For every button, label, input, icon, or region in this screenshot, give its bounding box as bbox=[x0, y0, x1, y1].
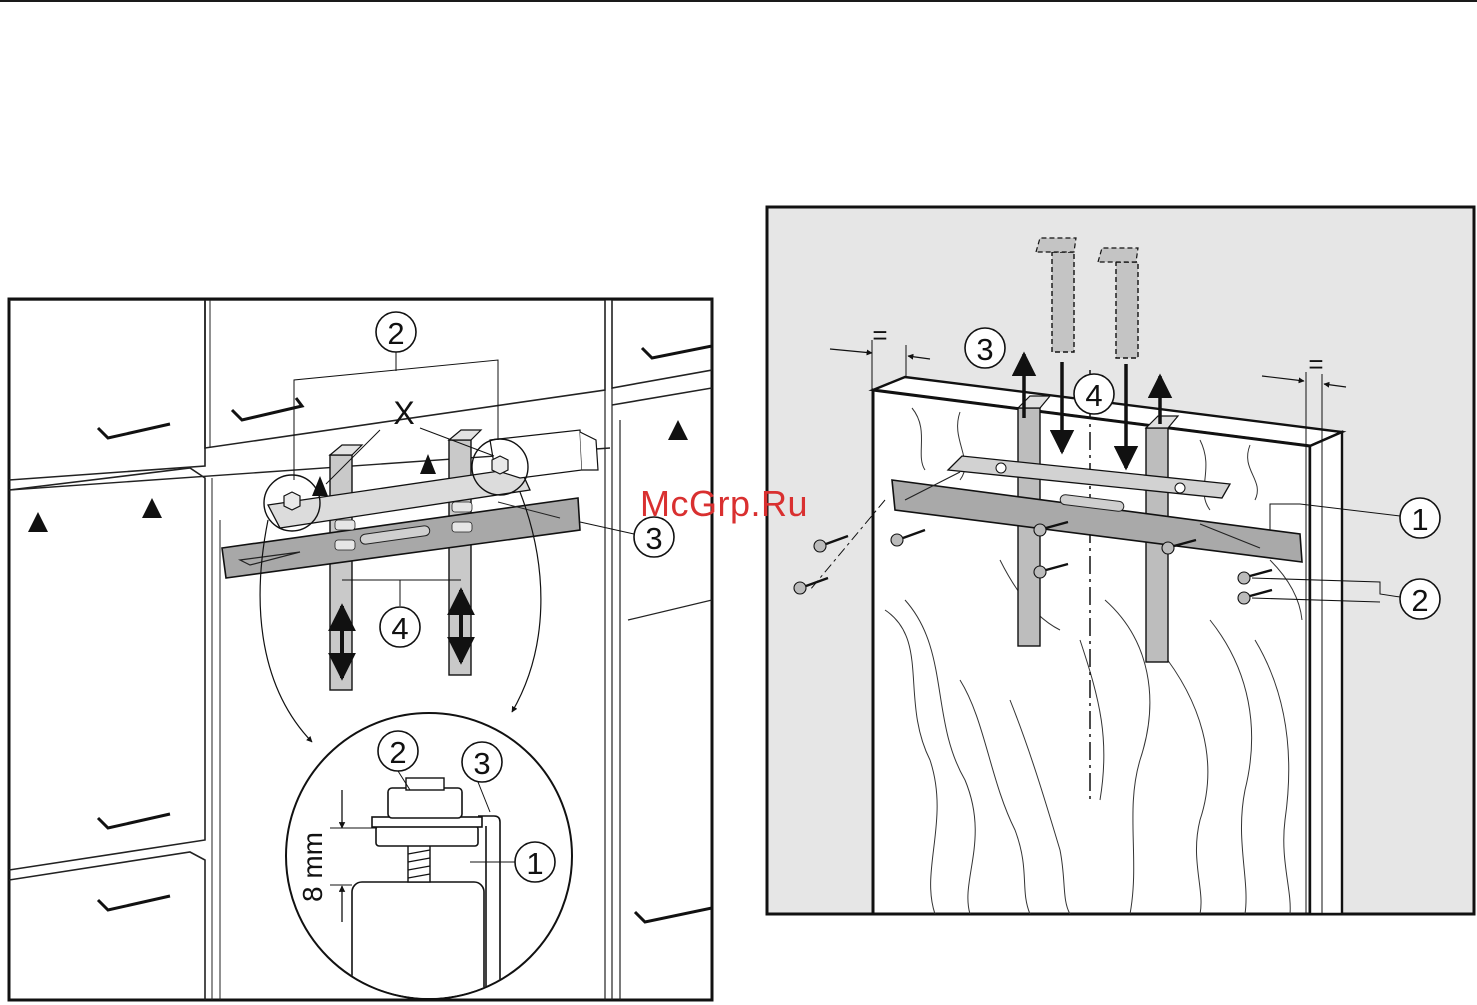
callout-4: 4 bbox=[391, 611, 408, 646]
detail-callout-1: 1 bbox=[526, 846, 543, 881]
right-callout-3: 3 bbox=[976, 332, 993, 367]
detail-callout-2: 2 bbox=[389, 735, 406, 770]
callout-3: 3 bbox=[645, 521, 662, 556]
dimension-label: 8 mm bbox=[297, 832, 328, 902]
right-callout-4: 4 bbox=[1085, 378, 1102, 413]
x-mark-label: X bbox=[393, 395, 414, 431]
right-figure: = = 3 4 1 2 bbox=[767, 207, 1474, 914]
equal-left-label: = bbox=[872, 320, 887, 350]
left-figure: 2 X 3 4 bbox=[9, 299, 712, 1005]
detail-callout-3: 3 bbox=[473, 746, 490, 781]
callout-2: 2 bbox=[387, 316, 404, 351]
equal-right-label: = bbox=[1308, 349, 1323, 379]
watermark-text: McGrp.Ru bbox=[640, 483, 808, 525]
right-callout-1: 1 bbox=[1411, 502, 1428, 537]
right-callout-2: 2 bbox=[1411, 583, 1428, 618]
